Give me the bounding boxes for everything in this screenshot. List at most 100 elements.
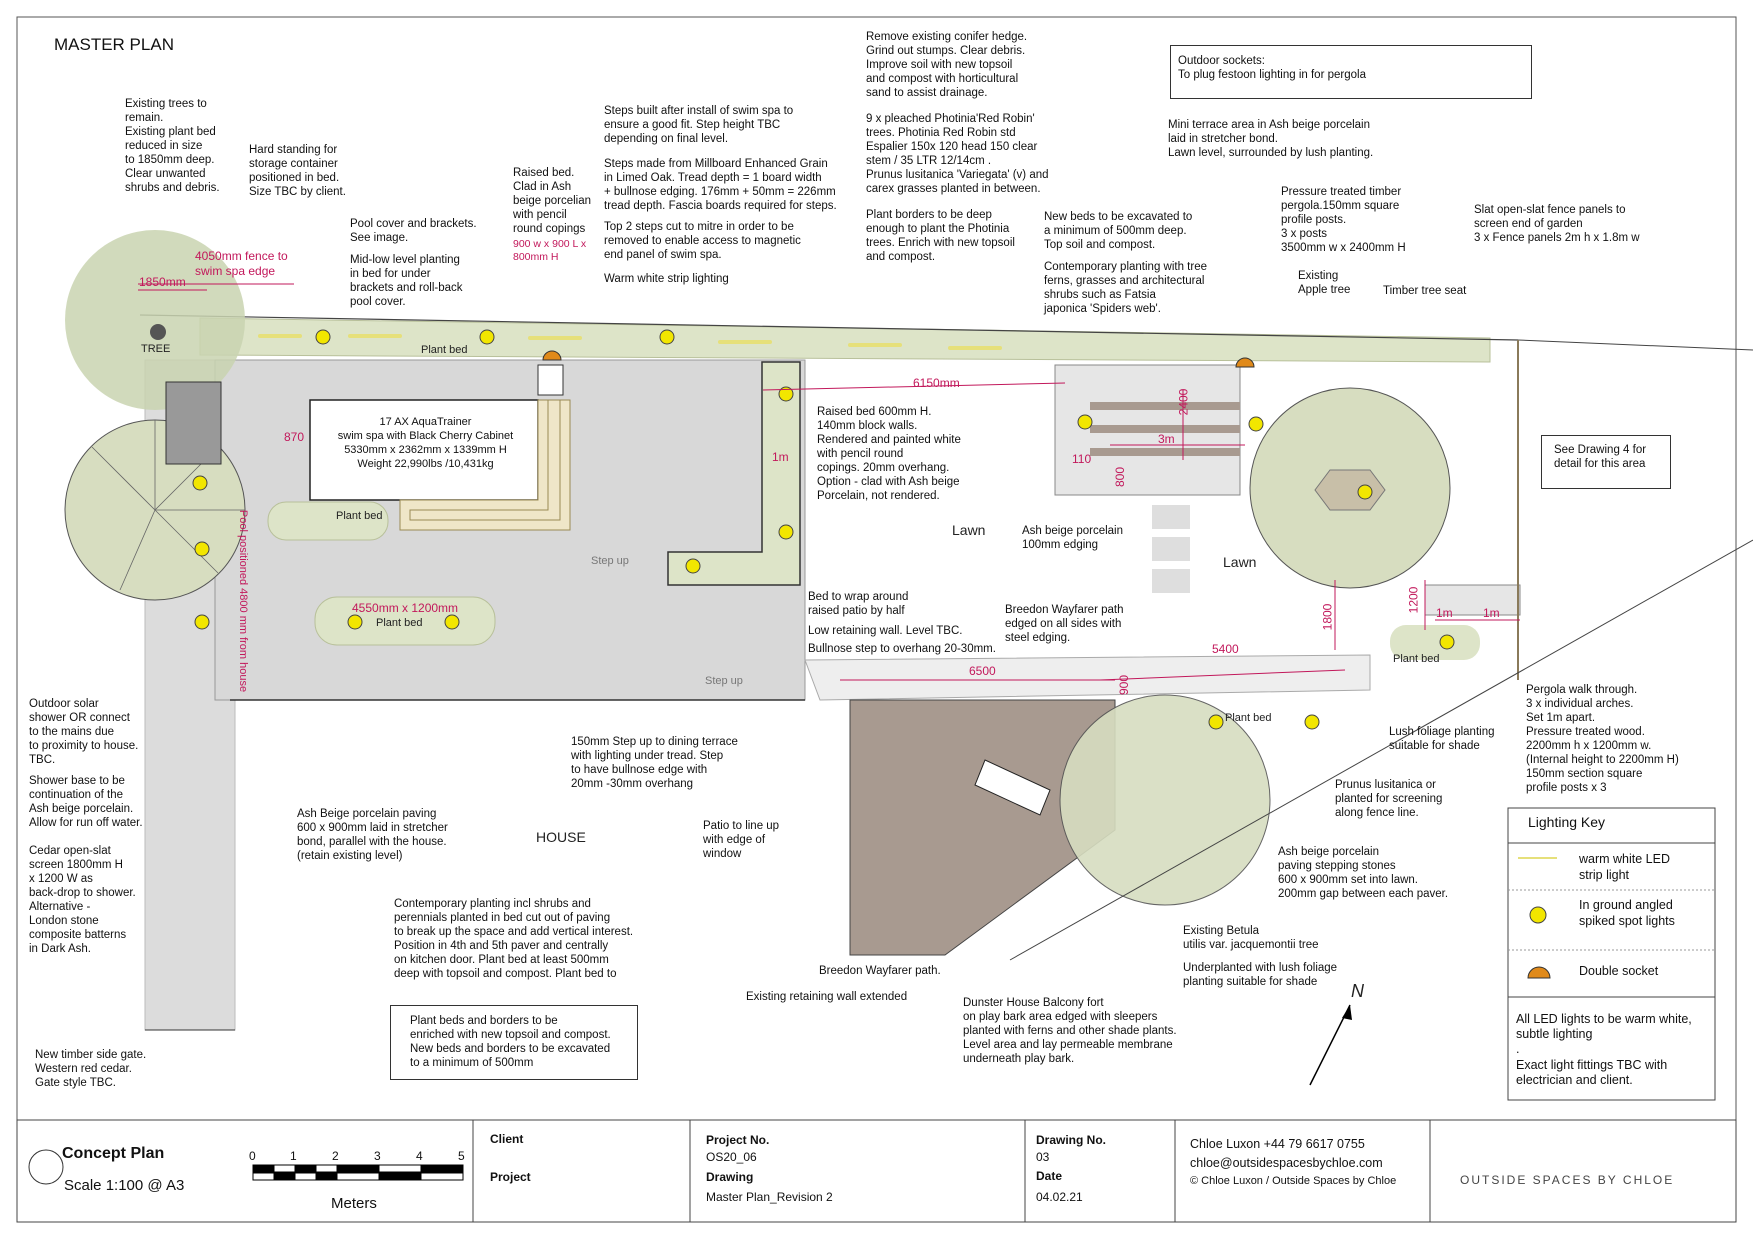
lawn-label-1: Lawn xyxy=(952,522,986,538)
note-see-drawing: See Drawing 4 for detail for this area xyxy=(1554,444,1647,470)
dim-raised-bed: 900 w x 900 L x 800mm H xyxy=(513,238,587,263)
dim-6150: 6150mm xyxy=(913,376,960,390)
plant-bed-label-back: Plant bed xyxy=(421,344,468,356)
dim-870: 870 xyxy=(284,430,305,444)
back-border-bed xyxy=(199,317,1491,363)
tb-concept: Concept Plan xyxy=(62,1145,165,1162)
tb-contact: Chloe Luxon +44 79 6617 0755 xyxy=(1190,1137,1365,1151)
legend-item-socket: Double socket xyxy=(1579,964,1659,978)
tb-scale: Scale 1:100 @ A3 xyxy=(64,1177,185,1194)
tb-drawing-label: Drawing xyxy=(706,1170,754,1184)
tb-project-no: OS20_06 xyxy=(706,1150,757,1164)
note-breedon-path: Breedon Wayfarer path. xyxy=(819,965,941,977)
step-up-label-1: Step up xyxy=(591,555,629,567)
spot-light-icon xyxy=(1529,906,1547,924)
note-slat-fence: Slat open-slat fence panels to screen en… xyxy=(1474,204,1640,244)
note-raised-bed-600: Raised bed 600mm H. 140mm block walls. R… xyxy=(817,406,961,502)
legend-item-spot: In ground angled spiked spot lights xyxy=(1579,898,1675,928)
scale-bar xyxy=(252,1164,464,1181)
dim-4550: 4550mm x 1200mm xyxy=(352,601,459,615)
note-retaining-extended: Existing retaining wall extended xyxy=(746,991,908,1003)
double-socket-icon xyxy=(1527,966,1551,979)
dim-6500: 6500 xyxy=(969,664,996,678)
plant-beds-box xyxy=(390,1005,638,1080)
note-pergola: Pressure treated timber pergola.150mm sq… xyxy=(1281,186,1406,254)
note-contemporary-shrubs: Contemporary planting incl shrubs and pe… xyxy=(394,898,634,980)
note-ash-edging: Ash beige porcelain 100mm edging xyxy=(1022,525,1124,551)
tb-meters: Meters xyxy=(331,1195,377,1212)
note-warm-strip: Warm white strip lighting xyxy=(604,273,729,285)
note-plant-beds-enriched: Plant beds and borders to be enriched wi… xyxy=(410,1015,611,1069)
note-existing-trees: Existing trees to remain. Existing plant… xyxy=(125,98,220,194)
dim-5400: 5400 xyxy=(1212,642,1239,656)
tb-tick-4: 4 xyxy=(416,1149,423,1163)
tb-tick-0: 0 xyxy=(249,1149,256,1163)
dim-800: 800 xyxy=(1113,466,1128,488)
outdoor-sockets-box xyxy=(1170,45,1532,99)
note-photinia: 9 x pleached Photinia'Red Robin' trees. … xyxy=(866,113,1049,195)
note-dunster: Dunster House Balcony fort on play bark … xyxy=(963,997,1177,1065)
tb-drawing-no-label: Drawing No. xyxy=(1036,1133,1107,1147)
tb-date: 04.02.21 xyxy=(1036,1190,1083,1204)
dim-fence: 4050mm fence to swim spa edge xyxy=(195,249,288,278)
note-shower-base: Shower base to be continuation of the As… xyxy=(29,775,143,829)
note-new-beds: New beds to be excavated to a minimum of… xyxy=(1044,211,1193,251)
tb-tick-5: 5 xyxy=(458,1149,465,1163)
note-betula: Existing Betula utilis var. jacquemontii… xyxy=(1183,925,1319,951)
note-timber-seat: Timber tree seat xyxy=(1383,285,1467,297)
note-existing-apple: Existing Apple tree xyxy=(1298,270,1351,296)
house-label: HOUSE xyxy=(536,829,586,845)
dim-3m: 3m xyxy=(1158,432,1175,446)
double-sockets xyxy=(542,350,1255,368)
dim-900: 900 xyxy=(1117,674,1132,696)
lawn-label-2: Lawn xyxy=(1223,554,1257,570)
note-steps-built: Steps built after install of swim spa to… xyxy=(604,105,794,145)
north-label: N xyxy=(1351,981,1364,1001)
note-timber-gate: New timber side gate. Western red cedar.… xyxy=(35,1049,147,1089)
dim-1m-b: 1m xyxy=(1483,606,1500,620)
note-low-wall: Low retaining wall. Level TBC. xyxy=(808,625,963,637)
legend-title: Lighting Key xyxy=(1528,814,1606,830)
tb-project-no-label: Project No. xyxy=(706,1133,770,1147)
spa-steps xyxy=(399,399,571,531)
swim-spa-label: 17 AX AquaTrainer swim spa with Black Ch… xyxy=(337,416,514,470)
breedon-path xyxy=(804,654,1371,701)
note-top-steps: Top 2 steps cut to mitre in order to be … xyxy=(604,221,801,261)
page-title: MASTER PLAN xyxy=(54,35,174,54)
tb-tick-2: 2 xyxy=(332,1149,339,1163)
legend-note-1: All LED lights to be warm white, subtle … xyxy=(1516,1012,1692,1056)
note-outdoor-shower: Outdoor solar shower OR connect to the m… xyxy=(29,698,139,766)
note-bullnose: Bullnose step to overhang 20-30mm. xyxy=(808,643,996,655)
note-pergola-walk: Pergola walk through. 3 x individual arc… xyxy=(1526,684,1679,794)
tb-tick-1: 1 xyxy=(290,1149,297,1163)
tb-tick-3: 3 xyxy=(374,1149,381,1163)
note-stepping-stones: Ash beige porcelain paving stepping ston… xyxy=(1278,846,1449,900)
legend-note-2: Exact light fittings TBC with electricia… xyxy=(1516,1058,1668,1087)
tb-client-label: Client xyxy=(490,1132,524,1146)
pool-position-dim: Pool positioned 4800 mm from house xyxy=(237,509,250,693)
play-bark-area xyxy=(849,699,1116,956)
tb-copyright: © Chloe Luxon / Outside Spaces by Chloe xyxy=(1190,1175,1397,1187)
dim-110: 110 xyxy=(1072,452,1092,466)
plant-bed-label-play: Plant bed xyxy=(1225,712,1272,724)
raised-bed-l xyxy=(667,361,801,586)
note-cedar-screen: Cedar open-slat screen 1800mm H x 1200 W… xyxy=(29,845,136,955)
brand-logo-text: OUTSIDE SPACES BY CHLOE xyxy=(1460,1173,1675,1187)
tb-drawing: Master Plan_Revision 2 xyxy=(706,1190,833,1204)
note-breedon-edged: Breedon Wayfarer path edged on all sides… xyxy=(1005,604,1124,644)
note-pool-cover: Pool cover and brackets. See image. xyxy=(350,218,477,244)
note-bed-wrap: Bed to wrap around raised patio by half xyxy=(808,591,909,617)
tree-label: TREE xyxy=(141,343,171,355)
note-hard-standing: Hard standing for storage container posi… xyxy=(249,144,346,198)
existing-tree-canopy xyxy=(65,230,245,410)
tb-project-label: Project xyxy=(490,1170,531,1184)
note-raised-bed: Raised bed. Clad in Ash beige porcelian … xyxy=(513,167,592,235)
note-mini-terrace: Mini terrace area in Ash beige porcelain… xyxy=(1168,119,1374,159)
note-contemporary-ferns: Contemporary planting with tree ferns, g… xyxy=(1044,261,1207,315)
note-plant-borders: Plant borders to be deep enough to plant… xyxy=(866,209,1015,263)
note-mid-low-planting: Mid-low level planting in bed for under … xyxy=(350,254,463,308)
north-arrow xyxy=(1309,1004,1351,1086)
dim-1800: 1800 xyxy=(1320,603,1335,631)
strip-lights xyxy=(258,334,1002,350)
note-steps-made: Steps made from Millboard Enhanced Grain… xyxy=(604,158,837,212)
